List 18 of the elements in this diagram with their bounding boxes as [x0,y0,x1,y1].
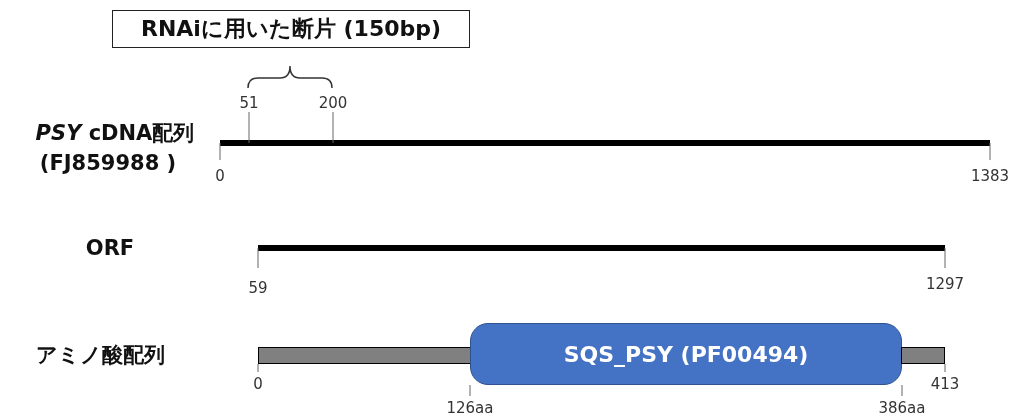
row-label: アミノ酸配列 [35,342,165,369]
position-number: 0 [253,375,263,393]
position-number: 386aa [878,399,926,417]
position-number: 0 [215,167,225,185]
label-box: RNAiに用いた断片 (150bp) [112,10,470,48]
position-number: 413 [930,375,960,393]
position-number: 1297 [925,275,965,293]
domain-box: SQS_PSY (PF00494) [470,323,902,385]
protein-bar [901,347,945,364]
position-number: 59 [248,279,268,297]
position-number: 1383 [970,167,1010,185]
row-label: PSY cDNA配列 [35,120,195,147]
row-label: ORF [85,236,135,260]
position-number: 51 [239,94,259,112]
row-label: (FJ859988 ) [39,151,177,175]
position-number: 200 [318,94,348,112]
protein-bar [258,347,471,364]
position-number: 126aa [446,399,494,417]
